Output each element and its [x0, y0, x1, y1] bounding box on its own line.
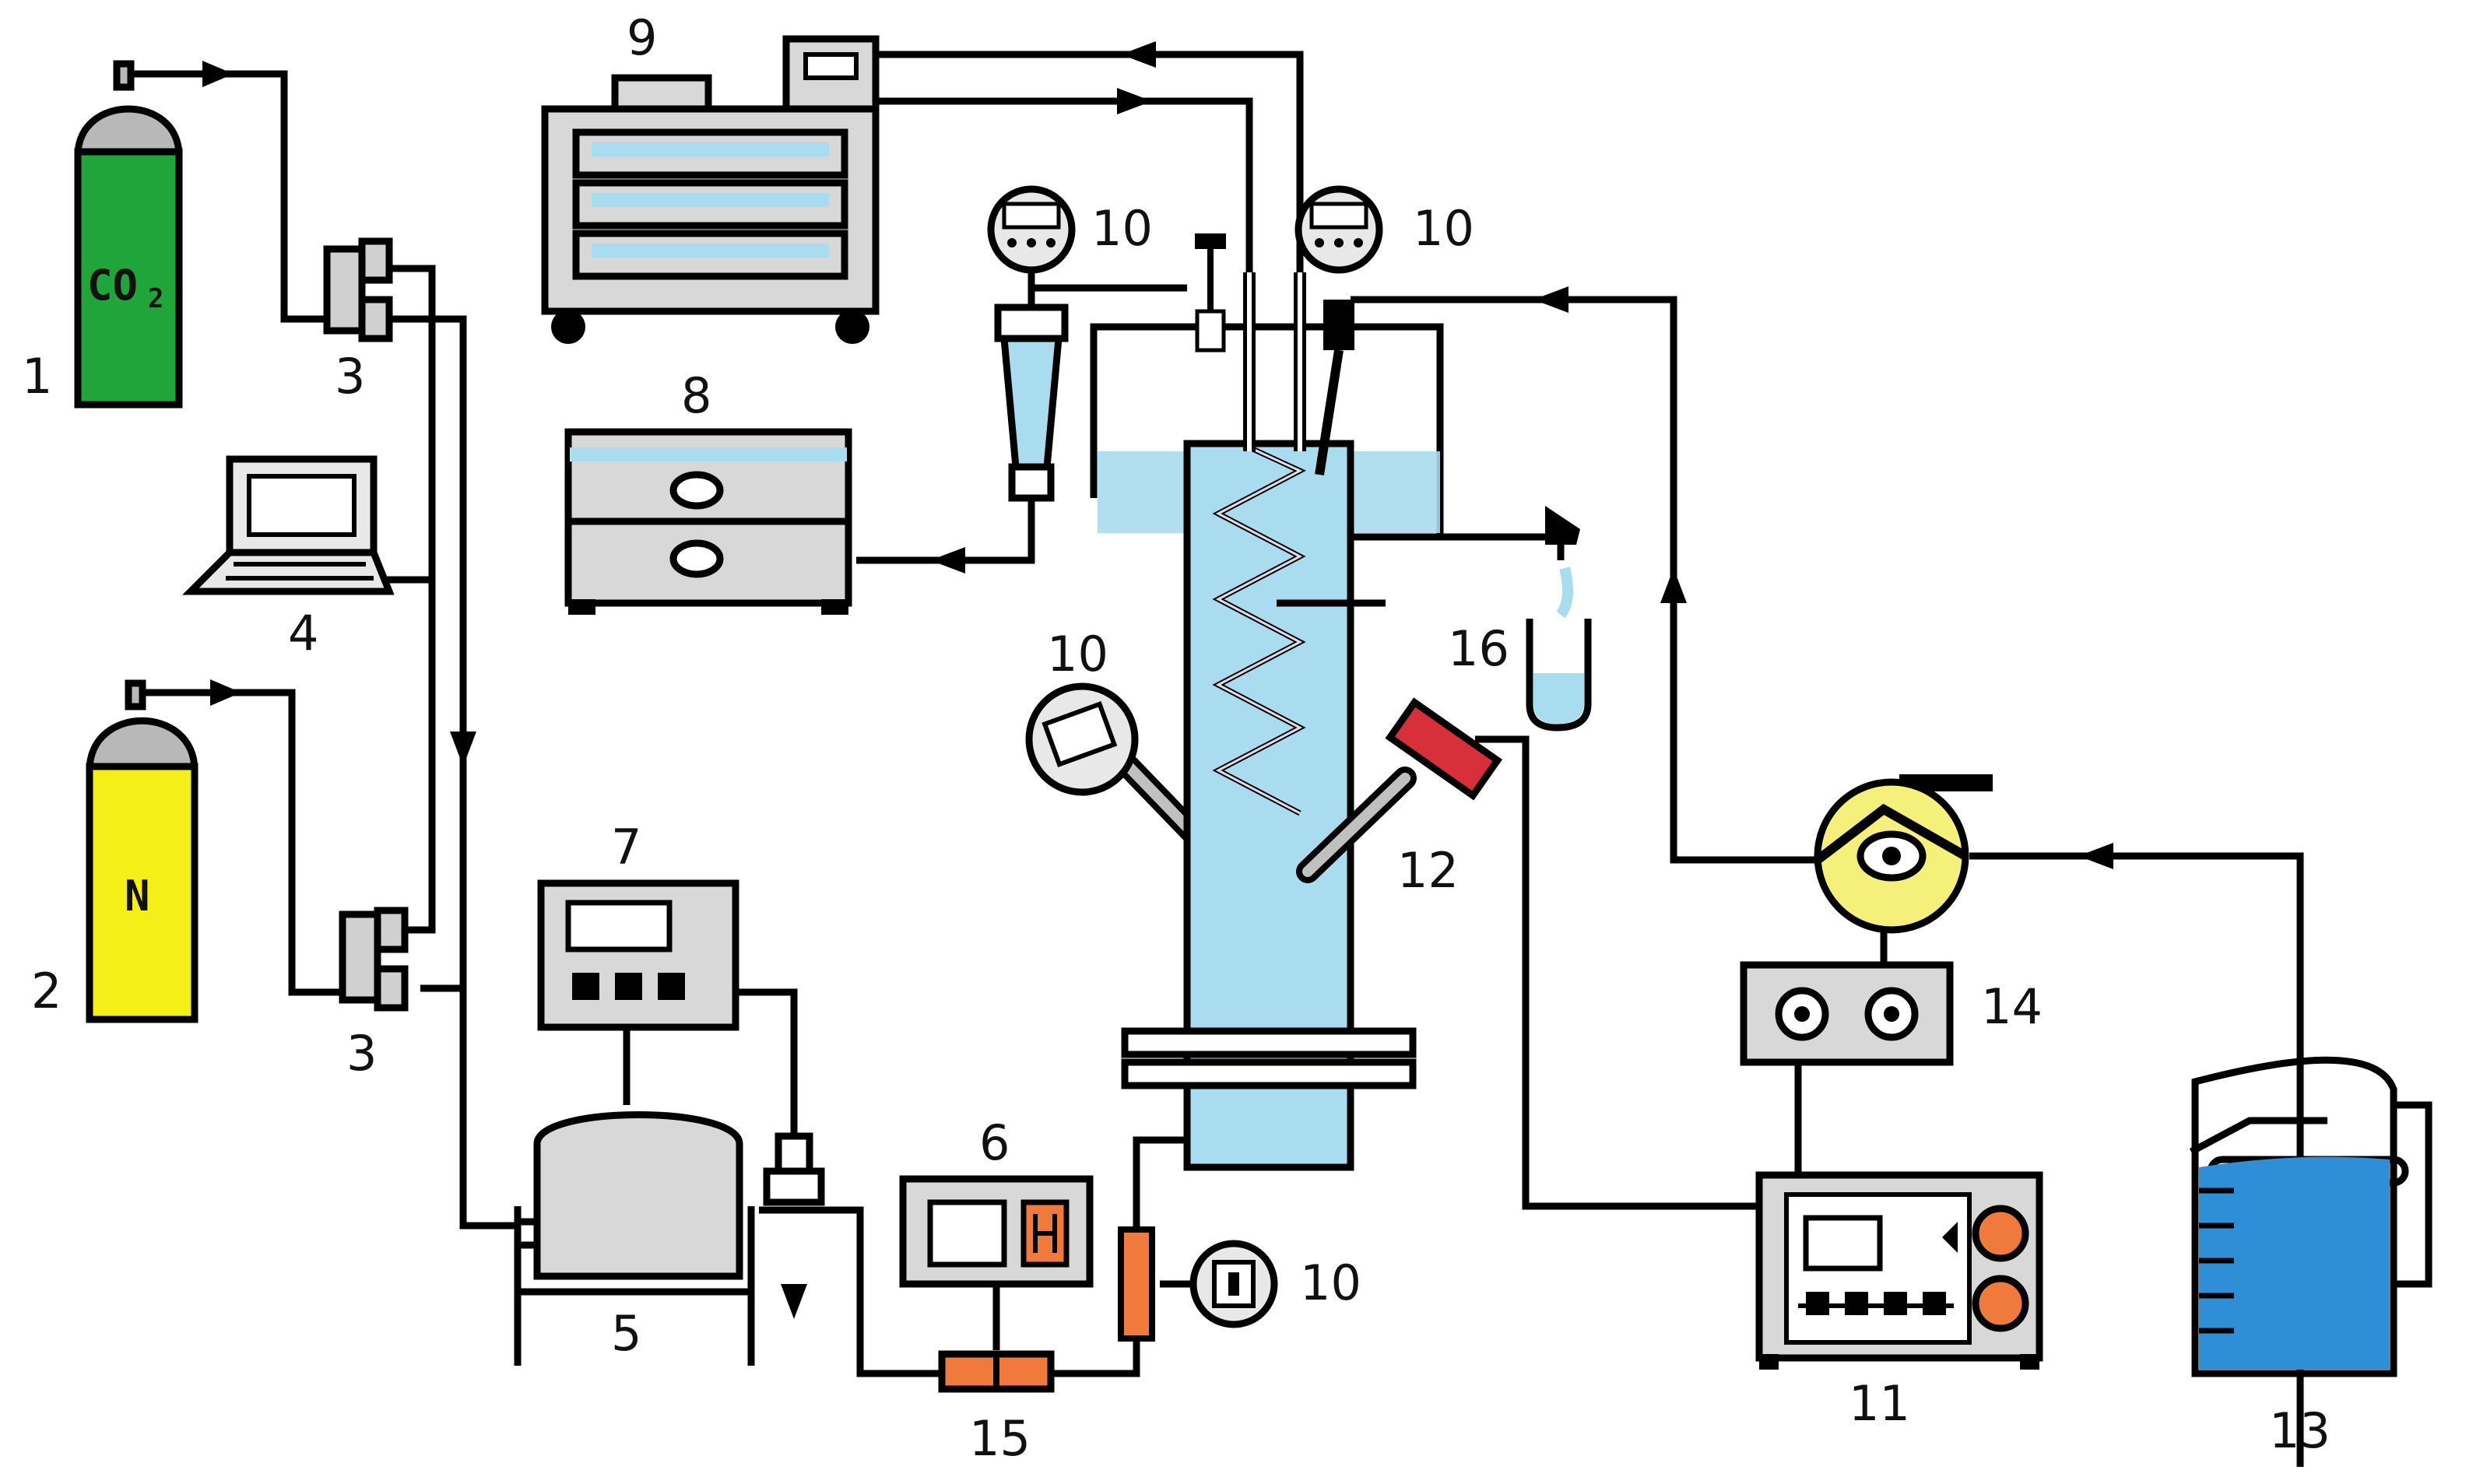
label-11: 11 [1849, 1375, 1910, 1432]
label-10-bottom: 10 [1300, 1254, 1361, 1311]
controller-7 [537, 879, 739, 1031]
gauge-bottom [1189, 1240, 1278, 1328]
label-10-top-left: 10 [1091, 200, 1153, 257]
co2-cylinder: CO 2 [74, 60, 183, 409]
meter-6 [899, 1175, 1094, 1288]
mixer-15 [938, 1350, 1055, 1393]
label-5: 5 [611, 1305, 641, 1362]
peristaltic-pump [1814, 774, 1993, 934]
flow-arrows [202, 41, 2113, 1319]
label-15: 15 [969, 1410, 1031, 1467]
flow-meter-a [323, 237, 393, 342]
label-3a: 3 [335, 348, 365, 405]
label-12: 12 [1397, 842, 1459, 899]
power-supply-11 [1755, 1171, 2043, 1370]
gauge-top-right [1294, 185, 1383, 350]
filter [994, 303, 1069, 502]
beaker-13 [2189, 1056, 2433, 1377]
flow-meter-b [339, 907, 409, 1012]
label-10-side: 10 [1047, 626, 1108, 682]
label-4: 4 [288, 605, 318, 661]
n-text: N [125, 872, 150, 921]
co2-subscript: 2 [148, 283, 163, 314]
label-13: 13 [2269, 1402, 2331, 1459]
reactor-column [1098, 233, 1440, 1171]
label-3b: 3 [346, 1025, 377, 1082]
label-10-top-right: 10 [1413, 200, 1474, 257]
inline-sensor [1118, 1226, 1155, 1342]
label-14: 14 [1981, 978, 2043, 1035]
chiller-9 [541, 35, 880, 344]
probe-12 [1385, 697, 1502, 801]
label-7: 7 [611, 819, 641, 875]
laptop-icon [182, 455, 395, 595]
valve [763, 1132, 825, 1206]
label-2: 2 [31, 963, 61, 1019]
label-6: 6 [979, 1114, 1010, 1171]
collector-16 [1526, 506, 1592, 731]
pump-driver-14 [1740, 961, 1954, 1066]
bath-8 [564, 428, 852, 615]
n-cylinder: N [86, 679, 198, 1023]
label-9: 9 [627, 9, 657, 66]
vessel [514, 1111, 755, 1366]
co2-text: CO [87, 261, 138, 310]
label-8: 8 [681, 367, 711, 424]
gauge-top-left [987, 185, 1076, 274]
label-16: 16 [1448, 620, 1509, 677]
label-1: 1 [22, 348, 52, 405]
